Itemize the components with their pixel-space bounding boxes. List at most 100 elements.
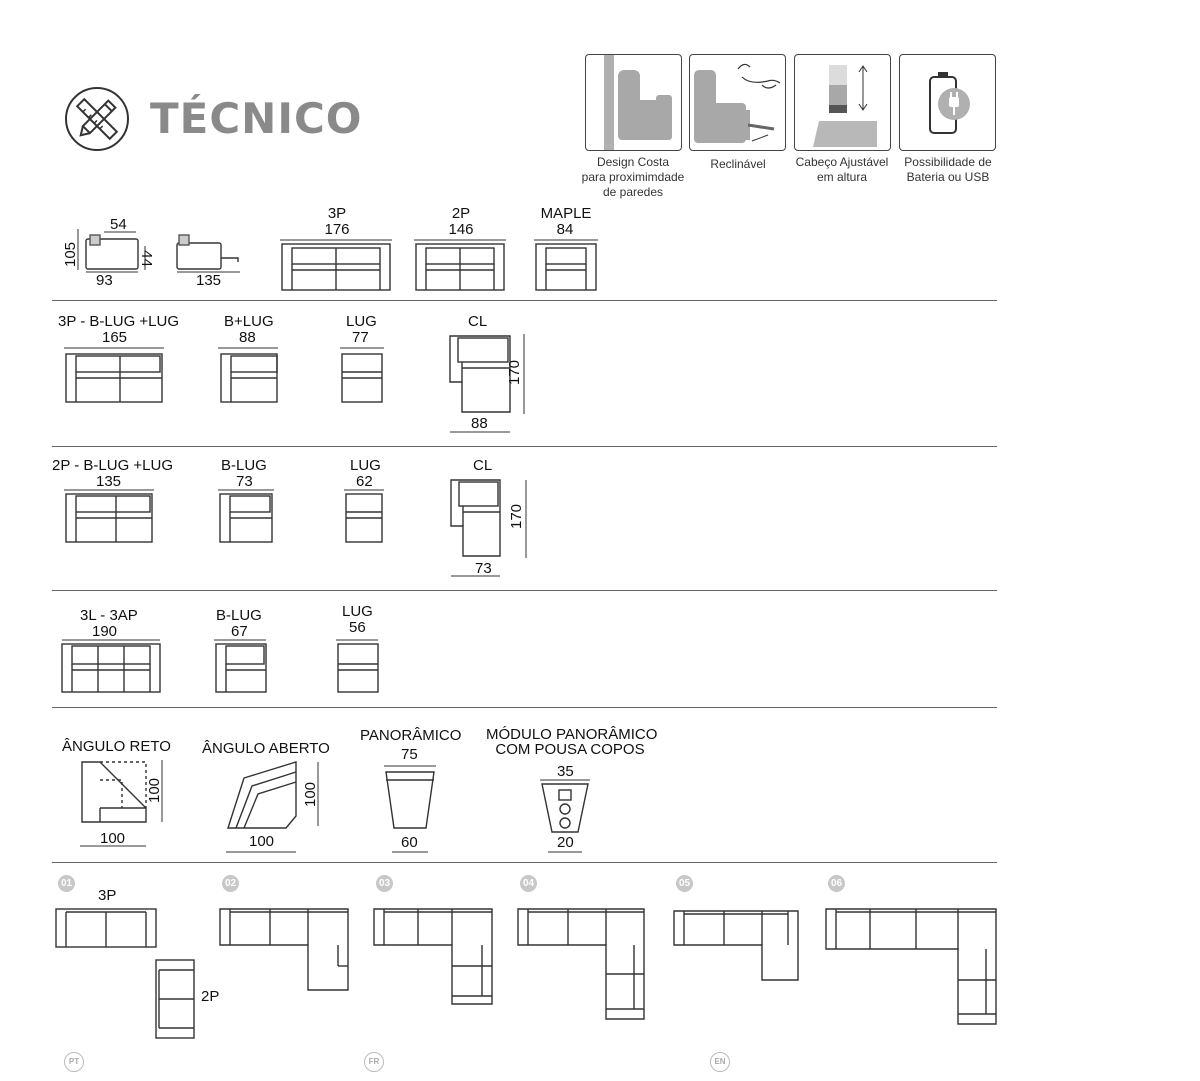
dim-panoramic-top: 75 <box>401 746 418 763</box>
pencil-ruler-icon <box>65 87 129 151</box>
dim-lug-56: 56 <box>349 619 366 636</box>
language-fr-icon: FR <box>364 1052 384 1072</box>
config-label-2p: 2P <box>201 988 220 1005</box>
feature-caption-recliner: Reclinável <box>710 157 766 171</box>
feature-headrest <box>794 54 891 151</box>
config-badge-03: 03 <box>376 875 393 892</box>
dim-lug-77: 77 <box>352 329 369 346</box>
dim-side-height-seat: 44 <box>137 250 155 267</box>
config-05 <box>673 910 799 981</box>
dim-cl-length-170b: 170 <box>508 503 526 530</box>
divider-row1 <box>52 300 997 301</box>
module-b-lug-67 <box>214 639 267 693</box>
label-3p-blug-lug: 3P - B-LUG +LUG <box>58 313 180 330</box>
page-title: TÉCNICO <box>150 94 363 143</box>
label-3l-3ap: 3L - 3AP <box>80 607 138 624</box>
divider-row2 <box>52 446 997 447</box>
sofa-3p <box>280 239 392 291</box>
config-badge-06: 06 <box>828 875 845 892</box>
module-lug-56 <box>336 639 379 693</box>
label-2p-blug-lug: 2P - B-LUG +LUG <box>52 457 174 474</box>
label-maple: MAPLE <box>540 205 592 222</box>
panoramic-cupholder <box>540 779 590 853</box>
angle-right <box>80 760 163 847</box>
label-lug-62: LUG <box>350 457 381 474</box>
label-lug-77: LUG <box>346 313 377 330</box>
dim-2p: 146 <box>448 221 474 238</box>
module-lug-62 <box>344 489 384 543</box>
divider-row5 <box>52 862 997 863</box>
label-3p: 3P <box>327 205 347 222</box>
module-3p-blug-lug <box>64 347 164 403</box>
battery-plug-icon <box>929 72 970 134</box>
dim-cl-width-73: 73 <box>475 560 492 577</box>
config-04 <box>517 908 645 1020</box>
config-badge-01: 01 <box>58 875 75 892</box>
dim-b-lug-73: 73 <box>236 473 253 490</box>
config-01 <box>55 908 195 1039</box>
dim-angle-right-width: 100 <box>100 830 126 847</box>
recliner-icon <box>694 63 781 143</box>
label-angle-right: ÂNGULO RETO <box>62 738 171 755</box>
dim-side-height-total: 105 <box>62 241 80 268</box>
side-view-seated <box>77 229 146 273</box>
angle-open <box>226 761 319 853</box>
label-cl-88: CL <box>468 313 488 330</box>
label-b-lug-67: B-LUG <box>216 607 262 624</box>
dim-cl-width-88: 88 <box>471 415 488 432</box>
dim-b-lug-88: 88 <box>239 329 256 346</box>
language-pt-icon: PT <box>64 1052 84 1072</box>
headrest-height-icon <box>813 65 877 147</box>
dim-b-lug-67: 67 <box>231 623 248 640</box>
label-panoramic: PANORÂMICO <box>360 727 462 744</box>
dim-cl-length-170: 170 <box>506 359 524 386</box>
panoramic <box>384 765 436 853</box>
label-angle-open: ÂNGULO ABERTO <box>202 740 330 757</box>
config-badge-05: 05 <box>676 875 693 892</box>
sofa-2p <box>414 239 506 291</box>
side-view-reclined <box>176 234 240 273</box>
module-cl-88 <box>449 334 525 433</box>
label-2p: 2P <box>451 205 471 222</box>
label-b-lug-73: B-LUG <box>221 457 267 474</box>
dim-angle-right-depth: 100 <box>146 777 164 804</box>
module-b-lug-73 <box>218 489 274 543</box>
dim-3p-blug-lug: 165 <box>102 329 128 346</box>
module-lug-77 <box>340 347 384 403</box>
config-03 <box>373 908 493 1005</box>
config-badge-02: 02 <box>222 875 239 892</box>
module-2p-blug-lug <box>64 489 154 543</box>
label-lug-56: LUG <box>342 603 373 620</box>
module-cl-73 <box>450 479 527 577</box>
dim-angle-open-width: 100 <box>249 833 275 850</box>
dim-side-depth: 93 <box>96 272 113 289</box>
feature-wall-design <box>585 54 682 151</box>
module-3l-3ap <box>61 639 161 693</box>
header-logo <box>64 86 130 152</box>
label-b-lug-88: B+LUG <box>224 313 274 330</box>
dim-3l-3ap: 190 <box>92 623 118 640</box>
feature-battery-usb <box>899 54 996 151</box>
label-cl-73: CL <box>473 457 493 474</box>
config-label-3p: 3P <box>98 887 117 904</box>
divider-row4 <box>52 707 997 708</box>
dim-panoramic-bottom: 60 <box>401 834 418 851</box>
dim-side-width: 54 <box>110 216 127 233</box>
feature-recliner <box>689 54 786 151</box>
dim-lug-62: 62 <box>356 473 373 490</box>
dim-recline-depth: 135 <box>196 272 222 289</box>
maple <box>534 239 598 291</box>
config-badge-04: 04 <box>520 875 537 892</box>
dim-maple: 84 <box>556 221 574 238</box>
config-06 <box>825 908 997 1025</box>
divider-row3 <box>52 590 997 591</box>
dim-angle-open-depth: 100 <box>302 781 320 808</box>
dim-2p-blug-lug: 135 <box>96 473 122 490</box>
dim-3p: 176 <box>324 221 350 238</box>
dim-cupholder-bottom: 20 <box>557 834 574 851</box>
